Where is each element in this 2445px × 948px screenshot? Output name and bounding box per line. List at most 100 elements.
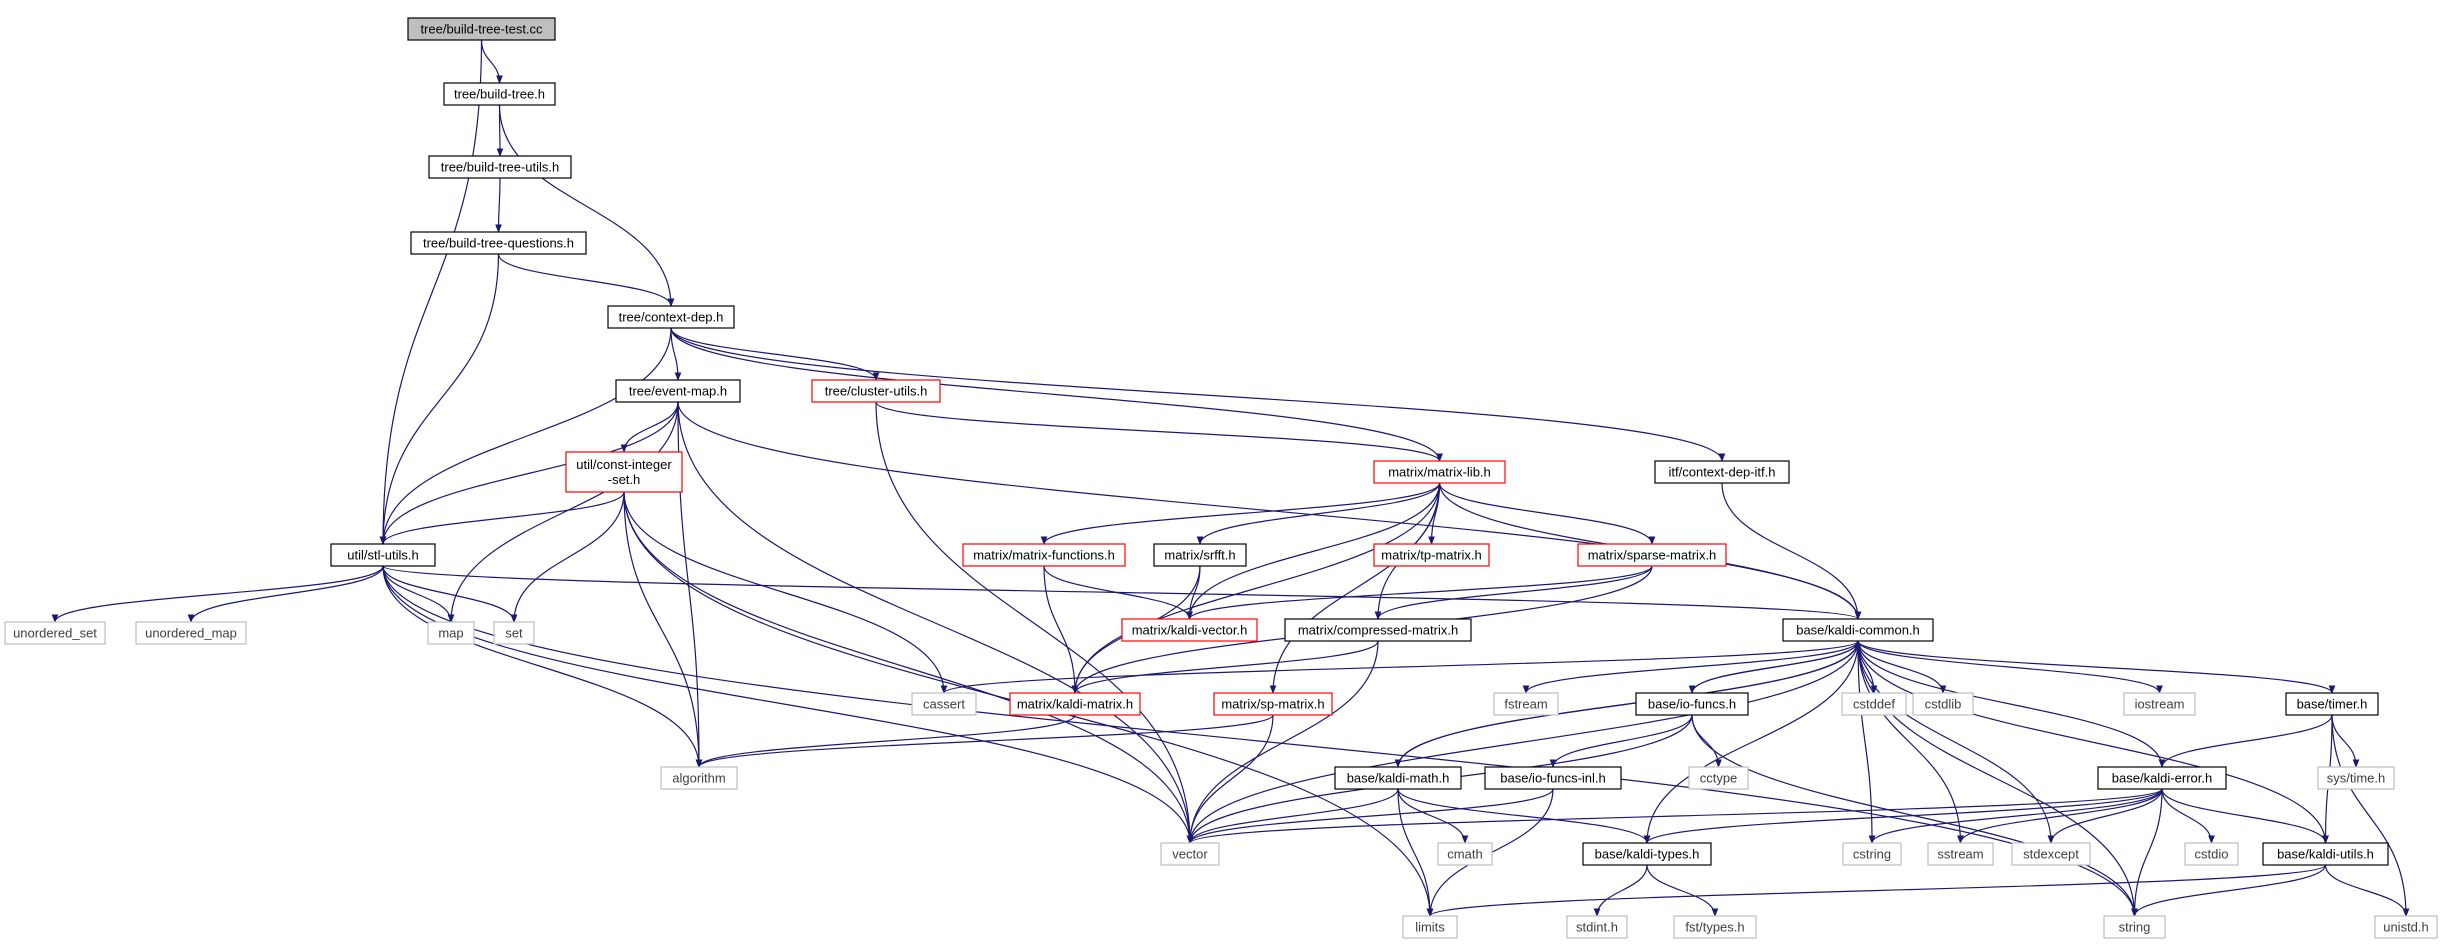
edge-context-dep-to-context-dep-itf	[670, 327, 1726, 462]
node-build-tree[interactable]: tree/build-tree.h	[443, 82, 556, 106]
node-label-fst-types: fst/types.h	[1685, 920, 1744, 935]
node-build-tree-utils[interactable]: tree/build-tree-utils.h	[428, 155, 572, 179]
edge-timer-to-unistd	[2331, 714, 2410, 917]
node-label-build-tree-questions: tree/build-tree-questions.h	[423, 236, 574, 251]
node-box-fstream	[1493, 692, 1559, 716]
node-label-string: string	[2119, 920, 2151, 935]
node-sstream: sstream	[1927, 842, 1994, 866]
edge-stl-utils-to-map	[382, 565, 455, 623]
node-vector: vector	[1160, 842, 1220, 866]
node-fst-types: fst/types.h	[1673, 915, 1757, 939]
edge-matrix-lib-to-matrix-functions	[1040, 482, 1441, 545]
edge-kaldi-math-to-vector	[1186, 788, 1399, 844]
edge-event-map-to-vector	[677, 401, 1194, 844]
node-label-map: map	[438, 626, 463, 641]
node-kaldi-utils[interactable]: base/kaldi-utils.h	[2262, 842, 2389, 866]
node-io-funcs-inl[interactable]: base/io-funcs-inl.h	[1484, 766, 1622, 790]
node-cluster-utils[interactable]: tree/cluster-utils.h	[811, 379, 941, 403]
edge-const-integer-set-to-algorithm	[623, 491, 703, 768]
node-cstddef: cstddef	[1841, 692, 1907, 716]
node-label-cluster-utils: tree/cluster-utils.h	[825, 384, 928, 399]
node-label-cmath: cmath	[1447, 847, 1482, 862]
edge-kaldi-error-to-stdexcept	[2047, 788, 2163, 844]
edge-io-funcs-to-cctype	[1691, 714, 1722, 768]
node-matrix-functions[interactable]: matrix/matrix-functions.h	[962, 543, 1126, 567]
node-box-unordered_map	[135, 621, 247, 645]
node-box-compressed-matrix	[1284, 618, 1472, 642]
node-timer[interactable]: base/timer.h	[2285, 692, 2379, 716]
node-io-funcs[interactable]: base/io-funcs.h	[1635, 692, 1749, 716]
node-kaldi-math[interactable]: base/kaldi-math.h	[1334, 766, 1462, 790]
node-tp-matrix[interactable]: matrix/tp-matrix.h	[1373, 543, 1490, 567]
node-srfft[interactable]: matrix/srfft.h	[1153, 543, 1247, 567]
edge-kaldi-common-to-string	[1857, 640, 2138, 917]
node-label-vector: vector	[1172, 847, 1208, 862]
node-kaldi-common[interactable]: base/kaldi-common.h	[1782, 618, 1934, 642]
node-context-dep-itf[interactable]: itf/context-dep-itf.h	[1654, 460, 1790, 484]
edge-compressed-matrix-to-kaldi-matrix	[1071, 640, 1379, 694]
node-box-stl-utils	[330, 543, 436, 567]
node-label-build-tree: tree/build-tree.h	[454, 87, 545, 102]
node-label-matrix-functions: matrix/matrix-functions.h	[973, 548, 1115, 563]
node-box-fst-types	[1673, 915, 1757, 939]
edge-stl-utils-to-kaldi-common	[382, 565, 1861, 620]
edge-matrix-lib-to-kaldi-vector	[1186, 482, 1441, 620]
node-build-tree-test[interactable]: tree/build-tree-test.cc	[407, 17, 556, 41]
edge-build-tree-test-to-build-tree	[480, 39, 503, 84]
node-iostream: iostream	[2123, 692, 2196, 716]
node-label-cassert: cassert	[923, 697, 965, 712]
edge-const-integer-set-to-stl-utils	[379, 491, 625, 545]
edge-cluster-utils-to-vector	[875, 401, 1194, 844]
node-box-kaldi-types	[1582, 842, 1712, 866]
node-label-limits: limits	[1415, 920, 1445, 935]
node-label-sys-time: sys/time.h	[2327, 771, 2386, 786]
node-label-sp-matrix: matrix/sp-matrix.h	[1221, 697, 1324, 712]
node-kaldi-types[interactable]: base/kaldi-types.h	[1582, 842, 1712, 866]
node-kaldi-matrix[interactable]: matrix/kaldi-matrix.h	[1009, 692, 1141, 716]
edge-kaldi-error-to-sstream	[1957, 788, 2163, 844]
edge-event-map-to-map	[447, 401, 679, 623]
edge-kaldi-utils-to-limits	[1426, 864, 2327, 917]
node-kaldi-error[interactable]: base/kaldi-error.h	[2097, 766, 2227, 790]
node-kaldi-vector[interactable]: matrix/kaldi-vector.h	[1121, 618, 1258, 642]
node-event-map[interactable]: tree/event-map.h	[615, 379, 741, 403]
node-const-integer-set[interactable]: util/const-integer-set.h	[565, 451, 683, 493]
node-label-build-tree-utils: tree/build-tree-utils.h	[441, 160, 560, 175]
node-build-tree-questions[interactable]: tree/build-tree-questions.h	[410, 231, 587, 255]
node-label-event-map: tree/event-map.h	[629, 384, 727, 399]
node-label-stdint: stdint.h	[1576, 920, 1618, 935]
node-box-build-tree-test	[407, 17, 556, 41]
node-matrix-lib[interactable]: matrix/matrix-lib.h	[1373, 460, 1506, 484]
node-box-context-dep-itf	[1654, 460, 1790, 484]
node-label-unordered_set: unordered_set	[13, 626, 97, 641]
node-box-const-integer-set	[565, 451, 683, 493]
node-context-dep[interactable]: tree/context-dep.h	[607, 305, 735, 329]
node-label-context-dep-itf: itf/context-dep-itf.h	[1669, 465, 1776, 480]
node-label-kaldi-utils: base/kaldi-utils.h	[2277, 847, 2374, 862]
node-compressed-matrix[interactable]: matrix/compressed-matrix.h	[1284, 618, 1472, 642]
node-box-kaldi-utils	[2262, 842, 2389, 866]
node-label-kaldi-types: base/kaldi-types.h	[1595, 847, 1700, 862]
node-sparse-matrix[interactable]: matrix/sparse-matrix.h	[1577, 543, 1727, 567]
edge-context-dep-to-matrix-lib	[670, 327, 1443, 462]
node-unordered_map: unordered_map	[135, 621, 247, 645]
node-label-matrix-lib: matrix/matrix-lib.h	[1388, 465, 1491, 480]
node-label-stl-utils: util/stl-utils.h	[347, 548, 419, 563]
node-cstdlib: cstdlib	[1912, 692, 1974, 716]
node-label-sparse-matrix: matrix/sparse-matrix.h	[1588, 548, 1717, 563]
node-unistd: unistd.h	[2374, 915, 2438, 939]
node-box-unordered_set	[4, 621, 106, 645]
node-box-matrix-functions	[962, 543, 1126, 567]
node-box-io-funcs-inl	[1484, 766, 1622, 790]
node-box-cluster-utils	[811, 379, 941, 403]
node-label-cstddef: cstddef	[1853, 697, 1895, 712]
node-box-stdexcept	[2011, 842, 2091, 866]
edge-context-dep-itf-to-kaldi-common	[1721, 482, 1862, 620]
node-label-kaldi-matrix: matrix/kaldi-matrix.h	[1017, 697, 1133, 712]
node-map: map	[427, 621, 475, 645]
edge-stl-utils-to-algorithm	[382, 565, 703, 768]
node-sp-matrix[interactable]: matrix/sp-matrix.h	[1213, 692, 1333, 716]
node-stdint: stdint.h	[1566, 915, 1628, 939]
node-stl-utils[interactable]: util/stl-utils.h	[330, 543, 436, 567]
edge-kaldi-math-to-kaldi-types	[1397, 788, 1651, 844]
